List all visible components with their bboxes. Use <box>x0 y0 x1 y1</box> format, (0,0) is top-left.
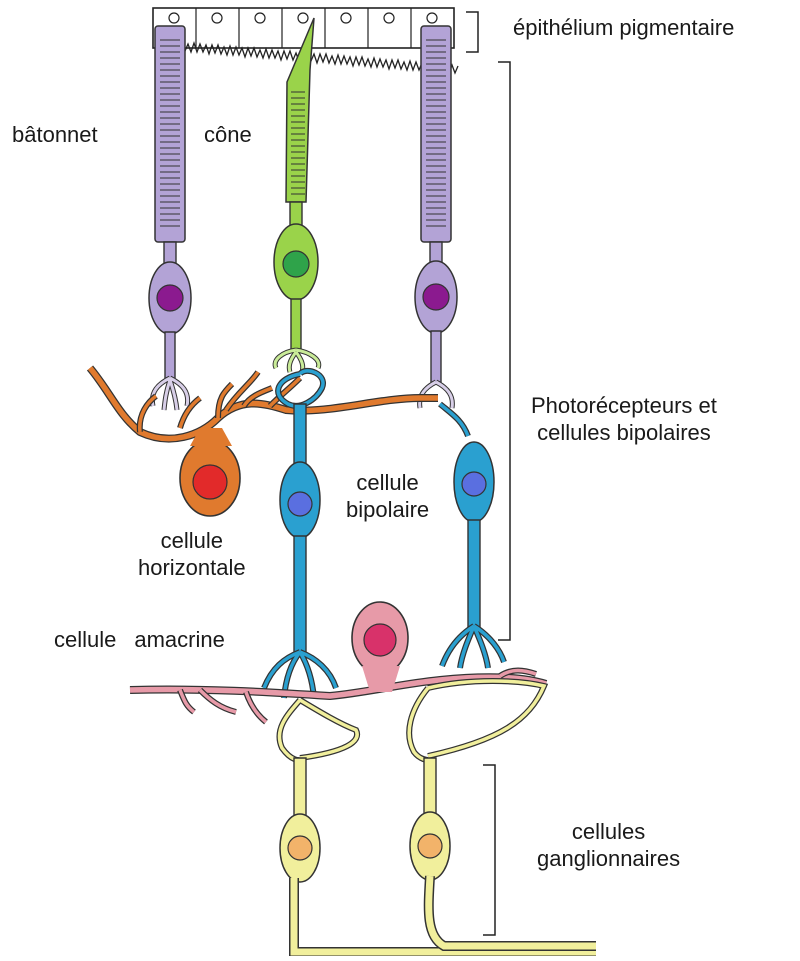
label-ganglion-cells: cellules ganglionnaires <box>537 818 680 872</box>
bipolar-cell-right <box>440 404 504 668</box>
label-horizontal-line1: cellule <box>138 527 246 554</box>
bracket-photoreceptors <box>498 62 510 640</box>
ganglion-cells <box>279 681 596 952</box>
bracket-ganglion <box>483 765 495 935</box>
label-amacrine-word1: cellule <box>54 627 116 652</box>
cone <box>274 18 319 372</box>
bracket-epithelium <box>466 12 478 52</box>
label-photoreceptors-line2: cellules bipolaires <box>531 419 717 446</box>
label-photoreceptors-line1: Photorécepteurs et <box>531 392 717 419</box>
rod-left <box>149 26 191 410</box>
label-ganglion-line2: ganglionnaires <box>537 845 680 872</box>
label-horizontal-cell: cellule horizontale <box>138 527 246 581</box>
label-cone: cône <box>204 121 252 148</box>
label-bipolar-line2: bipolaire <box>346 496 429 523</box>
label-amacrine-cell: cellule amacrine <box>54 626 225 653</box>
rod-right <box>415 26 457 408</box>
amacrine-cell <box>130 602 546 722</box>
label-rod: bâtonnet <box>12 121 98 148</box>
label-bipolar-cell: cellule bipolaire <box>346 469 429 523</box>
bipolar-cell-center <box>264 371 336 698</box>
label-ganglion-line1: cellules <box>537 818 680 845</box>
label-photoreceptors: Photorécepteurs et cellules bipolaires <box>531 392 717 446</box>
label-amacrine-word2: amacrine <box>134 627 224 652</box>
label-horizontal-line2: horizontale <box>138 554 246 581</box>
label-bipolar-line1: cellule <box>346 469 429 496</box>
label-pigment-epithelium: épithélium pigmentaire <box>513 14 734 41</box>
